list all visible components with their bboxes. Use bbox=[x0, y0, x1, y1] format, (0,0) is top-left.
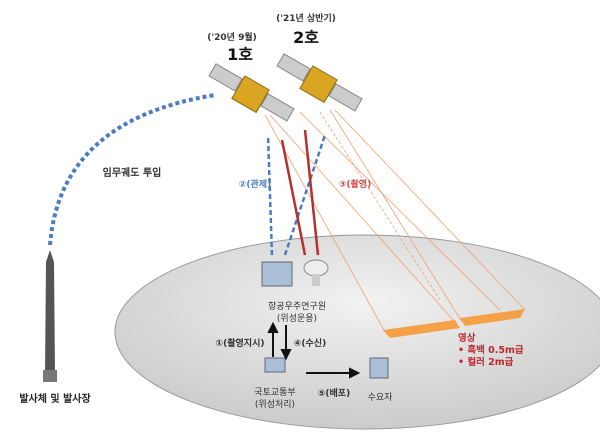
molit-role: (위성처리) bbox=[254, 400, 296, 410]
satellite-2-date: ('21년 상반기) bbox=[276, 14, 336, 24]
distribute-label: ⑤(배포) bbox=[317, 389, 351, 399]
molit-name: 국토교통부 bbox=[254, 388, 296, 398]
control-label: ②(관제) bbox=[238, 180, 272, 190]
kari-name: 항공우주연구원 bbox=[268, 302, 326, 312]
footprint-1 bbox=[383, 320, 460, 338]
satellite-2-icon bbox=[276, 53, 363, 112]
footprint-beams bbox=[264, 109, 526, 333]
image-spec-title: 영상 bbox=[458, 333, 476, 344]
ground-ellipse bbox=[114, 234, 600, 430]
order-label: ①(촬영지시) bbox=[215, 339, 265, 349]
flow-arrows bbox=[267, 321, 361, 379]
satellite-1-icon bbox=[208, 63, 295, 122]
consumer-label: 수요자 bbox=[367, 393, 393, 403]
satellite-2-name: 2호 bbox=[293, 28, 319, 47]
image-spec-line: • 컬러 2m급 bbox=[458, 357, 514, 368]
orbit-label: 임무궤도 투입 bbox=[102, 168, 162, 179]
image-spec: 영상 • 흑백 0.5m급 • 컬러 2m급 bbox=[458, 333, 524, 369]
consumer-building-icon bbox=[369, 357, 389, 379]
satellite-1-name: 1호 bbox=[227, 45, 253, 64]
imaging-label: ③(촬영) bbox=[338, 180, 372, 190]
satellite-1-date: ('20년 9월) bbox=[207, 33, 257, 43]
kari-role: (위성운용) bbox=[276, 314, 318, 324]
orbit-insertion-path bbox=[48, 93, 216, 246]
ground-station-icon bbox=[261, 259, 329, 287]
rocket-icon bbox=[43, 250, 57, 382]
molit-building-icon bbox=[264, 357, 286, 373]
launch-label: 발사체 및 발사장 bbox=[19, 394, 91, 405]
image-spec-line: • 흑백 0.5m급 bbox=[458, 345, 524, 356]
footprint-2 bbox=[460, 309, 525, 326]
receive-label: ④(수신) bbox=[293, 339, 327, 349]
control-beams bbox=[266, 129, 327, 256]
